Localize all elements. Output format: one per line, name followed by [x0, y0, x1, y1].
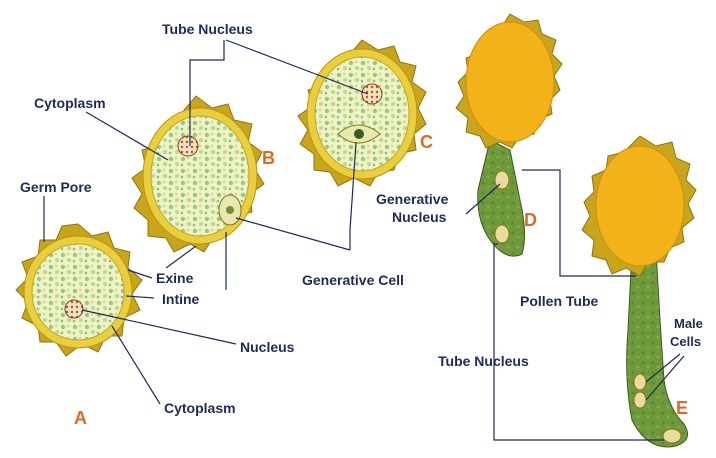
- pollen-grain-b: [132, 96, 264, 252]
- label-cytoplasm-top: Cytoplasm: [34, 95, 106, 111]
- germinating-grain-d: [456, 14, 562, 256]
- grain-c-tube-nucleus: [362, 84, 382, 104]
- label-exine: Exine: [156, 270, 194, 286]
- grain-e-tube-nucleus: [663, 429, 681, 443]
- stage-letter-c: C: [420, 132, 433, 152]
- label-nucleus: Nucleus: [240, 339, 295, 355]
- leader-cytoplasm-bottom: [112, 326, 160, 404]
- stage-letter-a: A: [74, 408, 87, 428]
- leader-generative-cell-b: [236, 218, 350, 250]
- label-generative-nucleus-line1: Generative: [376, 191, 449, 207]
- grain-b-generative-nucleus: [226, 206, 234, 214]
- grain-e-male-cell-2: [634, 392, 646, 408]
- leader-exine-b: [166, 246, 196, 268]
- label-germ-pore: Germ Pore: [20, 179, 92, 195]
- stage-letter-d: D: [524, 210, 537, 230]
- grain-b-tube-nucleus: [178, 136, 198, 156]
- label-tube-nucleus-top: Tube Nucleus: [162, 21, 253, 37]
- grain-c-cytoplasm: [315, 57, 409, 171]
- pollen-grain-a: [16, 224, 142, 356]
- label-cytoplasm-bottom: Cytoplasm: [164, 400, 236, 416]
- grain-a-cytoplasm: [32, 244, 124, 340]
- label-generative-nucleus-line2: Nucleus: [392, 209, 447, 225]
- grain-d-tube-nucleus: [495, 225, 509, 243]
- stage-letter-b: B: [262, 148, 275, 168]
- pollen-grain-c: [298, 40, 426, 186]
- label-male-cells-line1: Male: [674, 316, 703, 331]
- grain-a-nucleus: [65, 300, 83, 318]
- label-generative-cell: Generative Cell: [302, 272, 404, 288]
- label-male-cells-line2: Cells: [670, 334, 701, 349]
- grain-d-cytoplasm: [466, 22, 554, 142]
- grain-e-male-cell-1: [634, 374, 646, 390]
- label-tube-nucleus-bottom: Tube Nucleus: [438, 353, 529, 369]
- label-intine: Intine: [162, 291, 200, 307]
- stage-letter-e: E: [676, 398, 688, 418]
- label-pollen-tube: Pollen Tube: [520, 293, 599, 309]
- grain-c-generative-nucleus: [354, 129, 364, 139]
- grain-e-cytoplasm: [596, 146, 684, 266]
